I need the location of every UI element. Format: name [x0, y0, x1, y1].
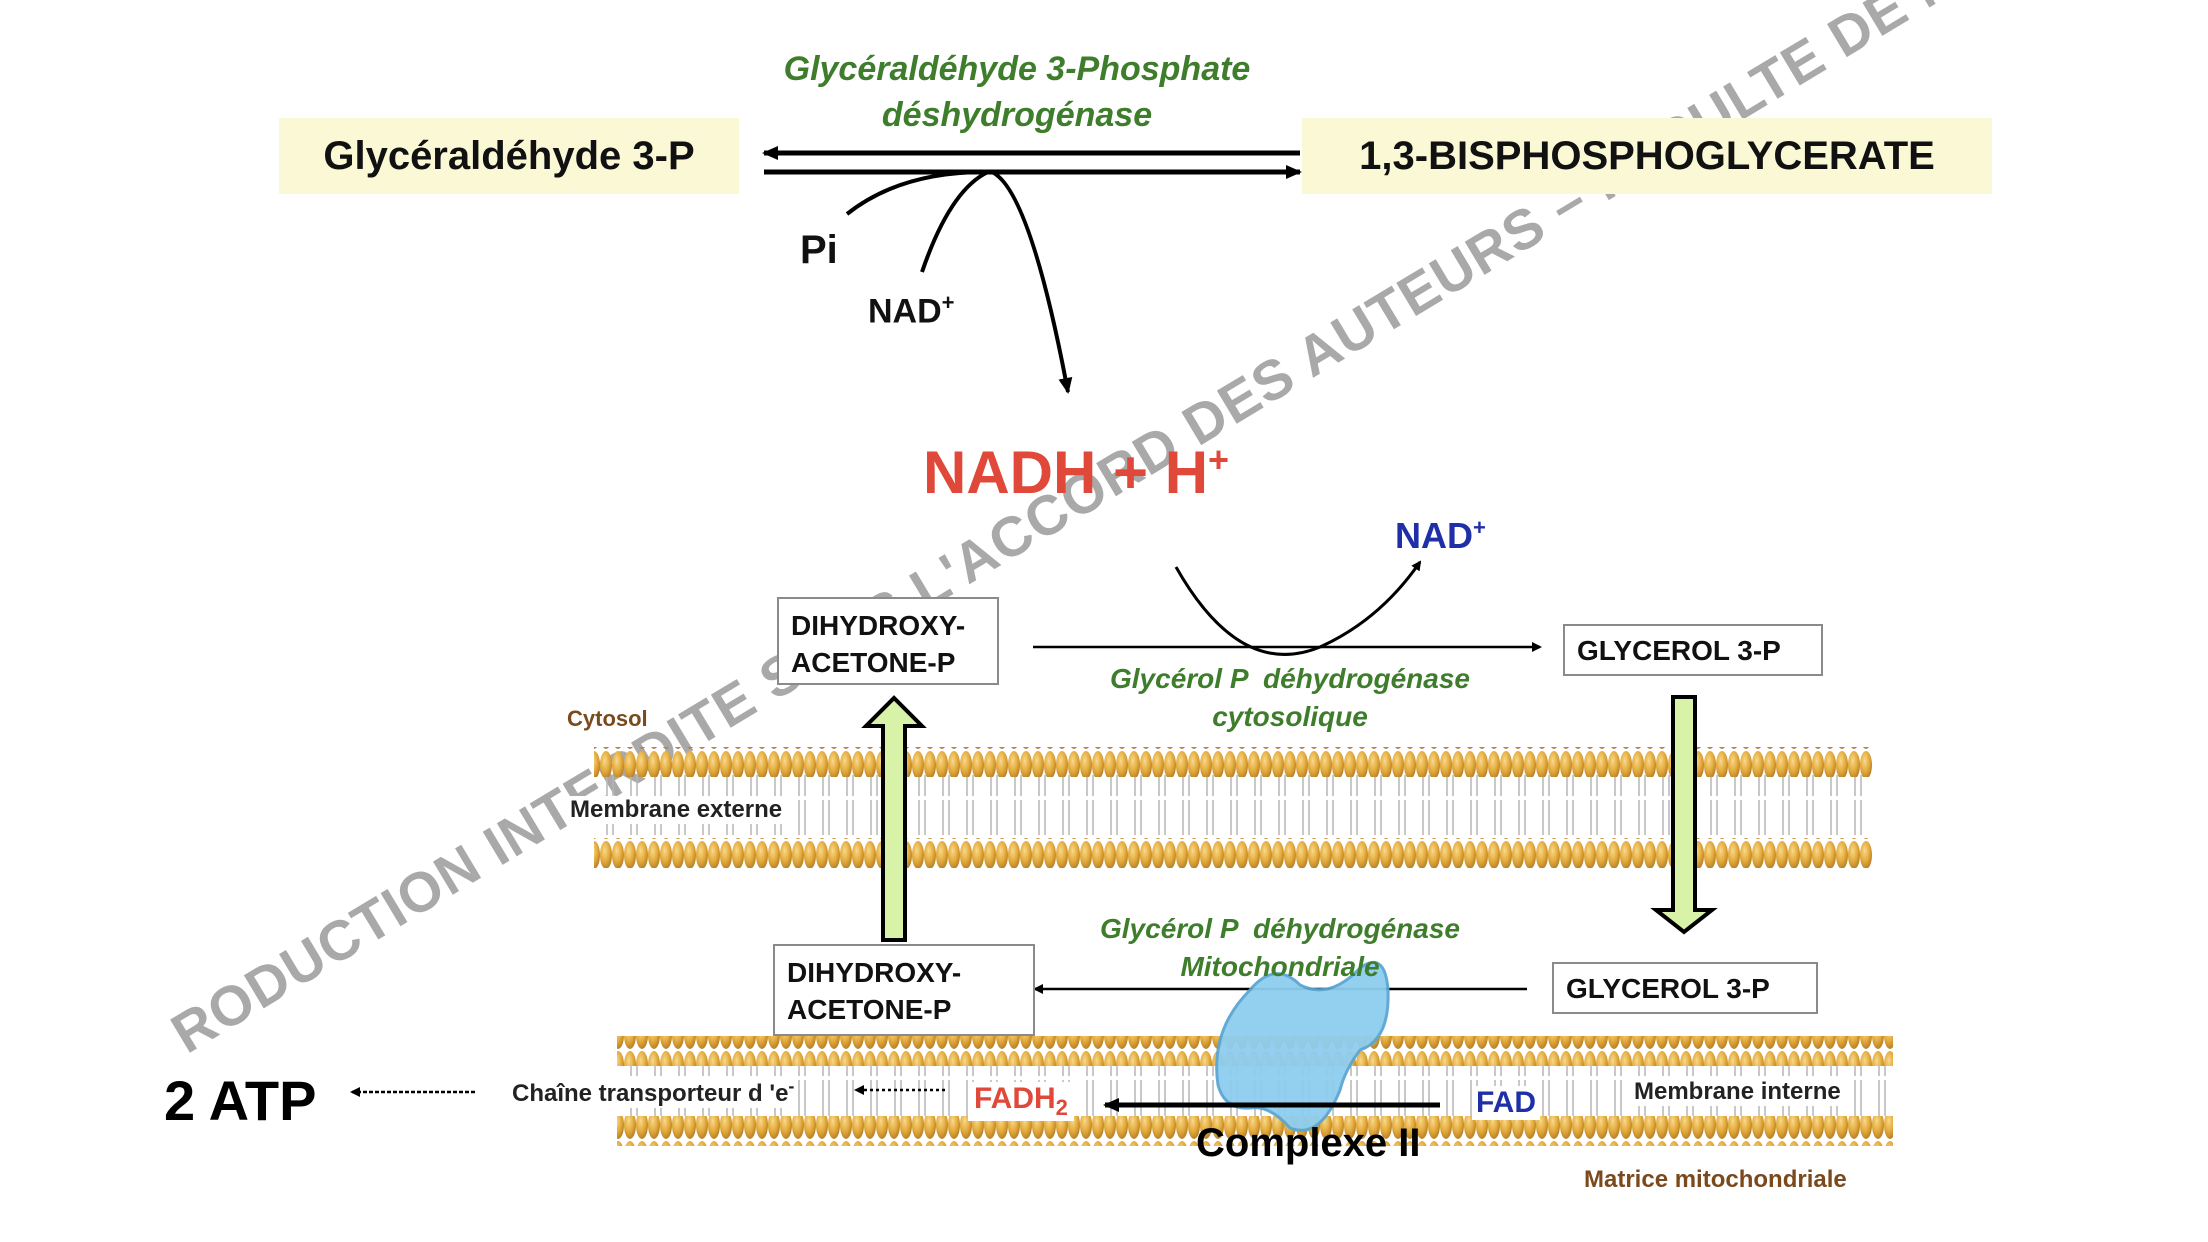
- nad-charge: +: [941, 290, 955, 315]
- glyceraldehyde-3p-box: Glycéraldéhyde 3-P: [279, 118, 739, 194]
- nad-released-charge: +: [1473, 515, 1486, 540]
- mito-enzyme-line-2: Mitochondriale: [1180, 951, 1380, 982]
- fadh2-text: FADH: [974, 1082, 1056, 1115]
- fadh2-label: FADH2: [968, 1082, 1074, 1121]
- complex-ii-label: Complexe II: [1196, 1121, 1421, 1165]
- enzyme-line-1: Glycéraldéhyde 3-Phosphate: [783, 50, 1251, 88]
- outer-membrane-label: Membrane externe: [566, 796, 787, 824]
- dhap-line-2: ACETONE-P: [791, 647, 956, 678]
- pi-label: Pi: [800, 228, 838, 272]
- h-charge: +: [1208, 439, 1230, 480]
- glycerol3p-cytosol-label: GLYCEROL 3-P: [1577, 635, 1781, 666]
- glycerol3p-import-arrow: [1650, 695, 1718, 935]
- nad-input-label: NAD+: [868, 290, 955, 331]
- pi-input-curve: [845, 170, 986, 216]
- glycerol3p-cytosol-box: GLYCEROL 3-P: [1563, 624, 1823, 676]
- fad-label: FAD: [1472, 1086, 1540, 1120]
- mito-enzyme-line-1: Glycérol P déhydrogénase: [1100, 913, 1460, 944]
- bisphosphoglycerate-label: 1,3-BISPHOSPHOGLYCERATE: [1359, 133, 1935, 178]
- dhap-mito-box: DIHYDROXY- ACETONE-P: [773, 944, 1035, 1036]
- matrix-label: Matrice mitochondriale: [1584, 1166, 1847, 1193]
- dhap-mito-line-2: ACETONE-P: [787, 994, 952, 1025]
- chain-text: Chaîne transporteur d 'e: [512, 1080, 789, 1107]
- nad-release-curve: [1174, 560, 1422, 656]
- dhap-mito-line-1: DIHYDROXY-: [787, 957, 962, 988]
- electron-chain-label: Chaîne transporteur d 'e-: [510, 1076, 797, 1108]
- nadh-text: NADH + H: [923, 439, 1209, 506]
- bisphosphoglycerate-box: 1,3-BISPHOSPHOGLYCERATE: [1302, 118, 1992, 194]
- outer-membrane: [594, 747, 1872, 868]
- complex-ii-shape: [1215, 961, 1390, 1132]
- glyceraldehyde-3p-label: Glycéraldéhyde 3-P: [323, 133, 695, 178]
- inner-membrane-label: Membrane interne: [1630, 1078, 1845, 1106]
- cyto-enzyme-line-2: cytosolique: [1212, 701, 1368, 732]
- mitochondrial-gpdh-label: Glycérol P déhydrogénase Mitochondriale: [1060, 910, 1500, 986]
- cytosol-label: Cytosol: [567, 706, 648, 731]
- nad-text: NAD: [868, 292, 942, 331]
- gapdh-enzyme-label: Glycéraldéhyde 3-Phosphate déshydrogénas…: [757, 46, 1277, 138]
- fadh2-subscript: 2: [1055, 1095, 1068, 1120]
- glycerol3p-mito-label: GLYCEROL 3-P: [1566, 973, 1770, 1004]
- glycerol3p-mito-box: GLYCEROL 3-P: [1552, 962, 1818, 1014]
- cyto-enzyme-line-1: Glycérol P déhydrogénase: [1110, 663, 1470, 694]
- nad-released-label: NAD+: [1395, 515, 1486, 557]
- atp-yield-label: 2 ATP: [164, 1069, 317, 1132]
- nadh-output-label: NADH + H+: [923, 438, 1229, 507]
- nad-input-curve: [920, 170, 989, 273]
- electron-charge: -: [788, 1076, 795, 1096]
- dhap-cytosol-box: DIHYDROXY- ACETONE-P: [777, 597, 999, 685]
- cytosolic-gpdh-label: Glycérol P déhydrogénase cytosolique: [1070, 660, 1510, 736]
- enzyme-line-2: déshydrogénase: [881, 96, 1153, 134]
- nadh-output-curve: [991, 170, 1073, 394]
- dhap-export-arrow: [861, 695, 927, 942]
- nad-released-text: NAD: [1395, 515, 1473, 556]
- dhap-line-1: DIHYDROXY-: [791, 610, 966, 641]
